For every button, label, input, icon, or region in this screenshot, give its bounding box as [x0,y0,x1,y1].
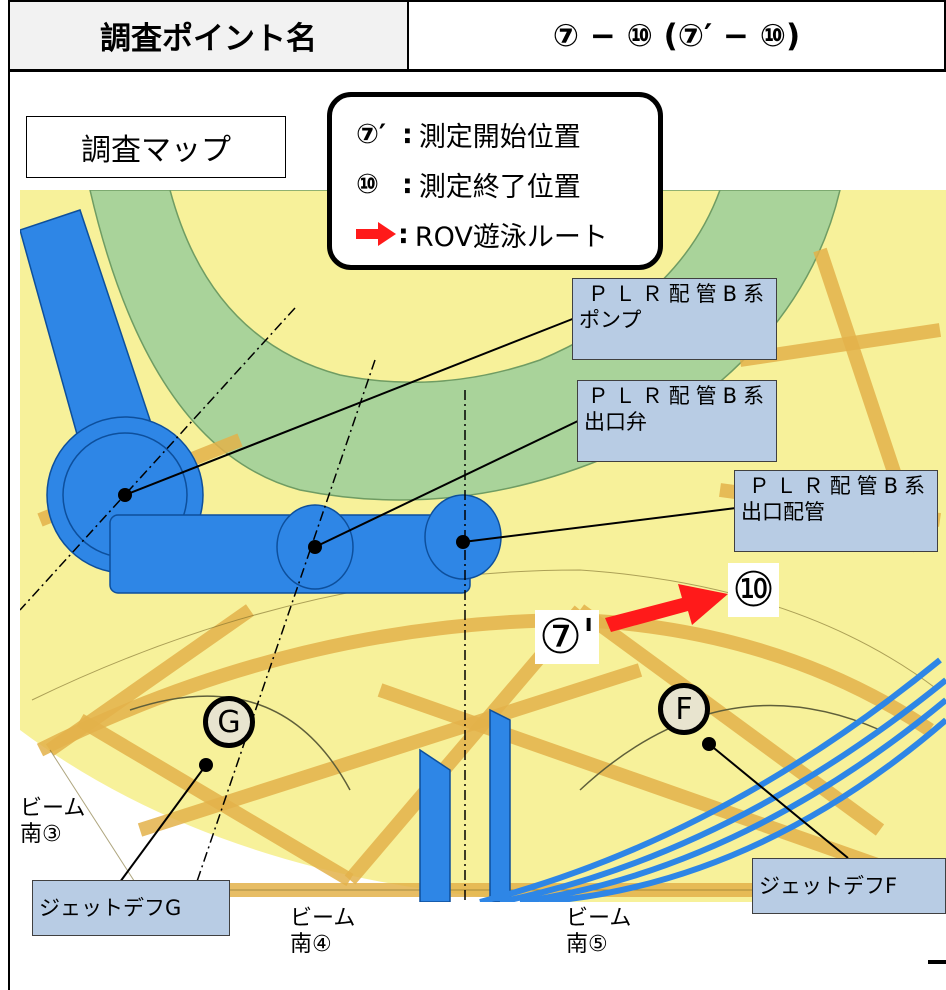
legend-row-end: ⑩ : 測定終了位置 [356,159,658,209]
beam-3-line2: 南③ [20,822,62,847]
leader-lines [119,317,849,883]
callout-plr-outlet-valve: ＰＬＲ配管B系 出口弁 [577,380,777,462]
legend-row-route: : ROV遊泳ルート [356,209,658,259]
legend-route-text: ROV遊泳ルート [414,221,608,253]
legend-separator: : [402,168,413,200]
leader-dots [118,488,716,772]
callout-pipe-line2: 出口配管 [741,500,825,524]
survey-point-value: ⑦ − ⑩ (⑦′ − ⑩) [408,0,946,71]
legend-end-text: 測定終了位置 [418,171,581,203]
legend-end-key: ⑩ [356,168,379,200]
beam-4-line1: ビーム [290,906,356,931]
callout-plr-outlet-pipe: ＰＬＲ配管B系 出口配管 [734,470,938,552]
callout-pump-line1: ＰＬＲ配管B系 [587,282,770,306]
callout-plr-pump: ＰＬＲ配管B系 ポンプ [572,278,777,360]
beam-south-4-label: ビーム 南④ [290,906,355,958]
rov-route-arrow [605,584,728,632]
dot-jet-f [702,737,716,751]
page-corner-mark [928,960,946,964]
right-arch [579,704,881,791]
point-start-label: ⑦' [535,610,600,664]
marker-f: F [658,683,710,735]
legend-start-key: ⑦′ [356,118,386,150]
sheet-body [8,70,946,990]
legend-separator: : [402,118,413,150]
dot-jet-g [199,758,213,772]
beam-south-5-label: ビーム 南⑤ [566,906,631,958]
beam-5-line1: ビーム [566,906,632,931]
dot-pump [118,488,132,502]
legend: ⑦′ : 測定開始位置 ⑩ : 測定終了位置 : ROV遊泳ルート [327,92,663,270]
callout-jet-deflector-g: ジェットデフG [32,880,230,936]
callout-valve-line1: ＰＬＲ配管B系 [587,384,770,408]
beam-3-line1: ビーム [20,796,86,821]
beam-5-line2: 南⑤ [566,932,608,957]
survey-point-label: 調査ポイント名 [8,0,408,71]
legend-row-start: ⑦′ : 測定開始位置 [356,109,658,159]
red-arrow-icon [356,222,396,246]
left-arch [129,695,351,791]
point-end-label: ⑩ [728,563,780,617]
map-title: 調査マップ [26,116,286,178]
callout-jet-deflector-f: ジェットデフF [752,858,946,914]
pipe-bundle [479,657,946,902]
beam-south-3-label: ビーム 南③ [20,796,85,848]
beam-4-line2: 南④ [290,932,332,957]
marker-g: G [203,696,255,748]
legend-start-text: 測定開始位置 [418,121,581,153]
dot-pipe [456,535,470,549]
callout-pipe-line1: ＰＬＲ配管B系 [748,474,931,498]
outer-shell [20,730,540,902]
dot-valve [308,540,322,554]
legend-separator: : [398,218,409,250]
callout-valve-line2: 出口弁 [584,410,647,434]
callout-pump-line2: ポンプ [579,308,642,332]
